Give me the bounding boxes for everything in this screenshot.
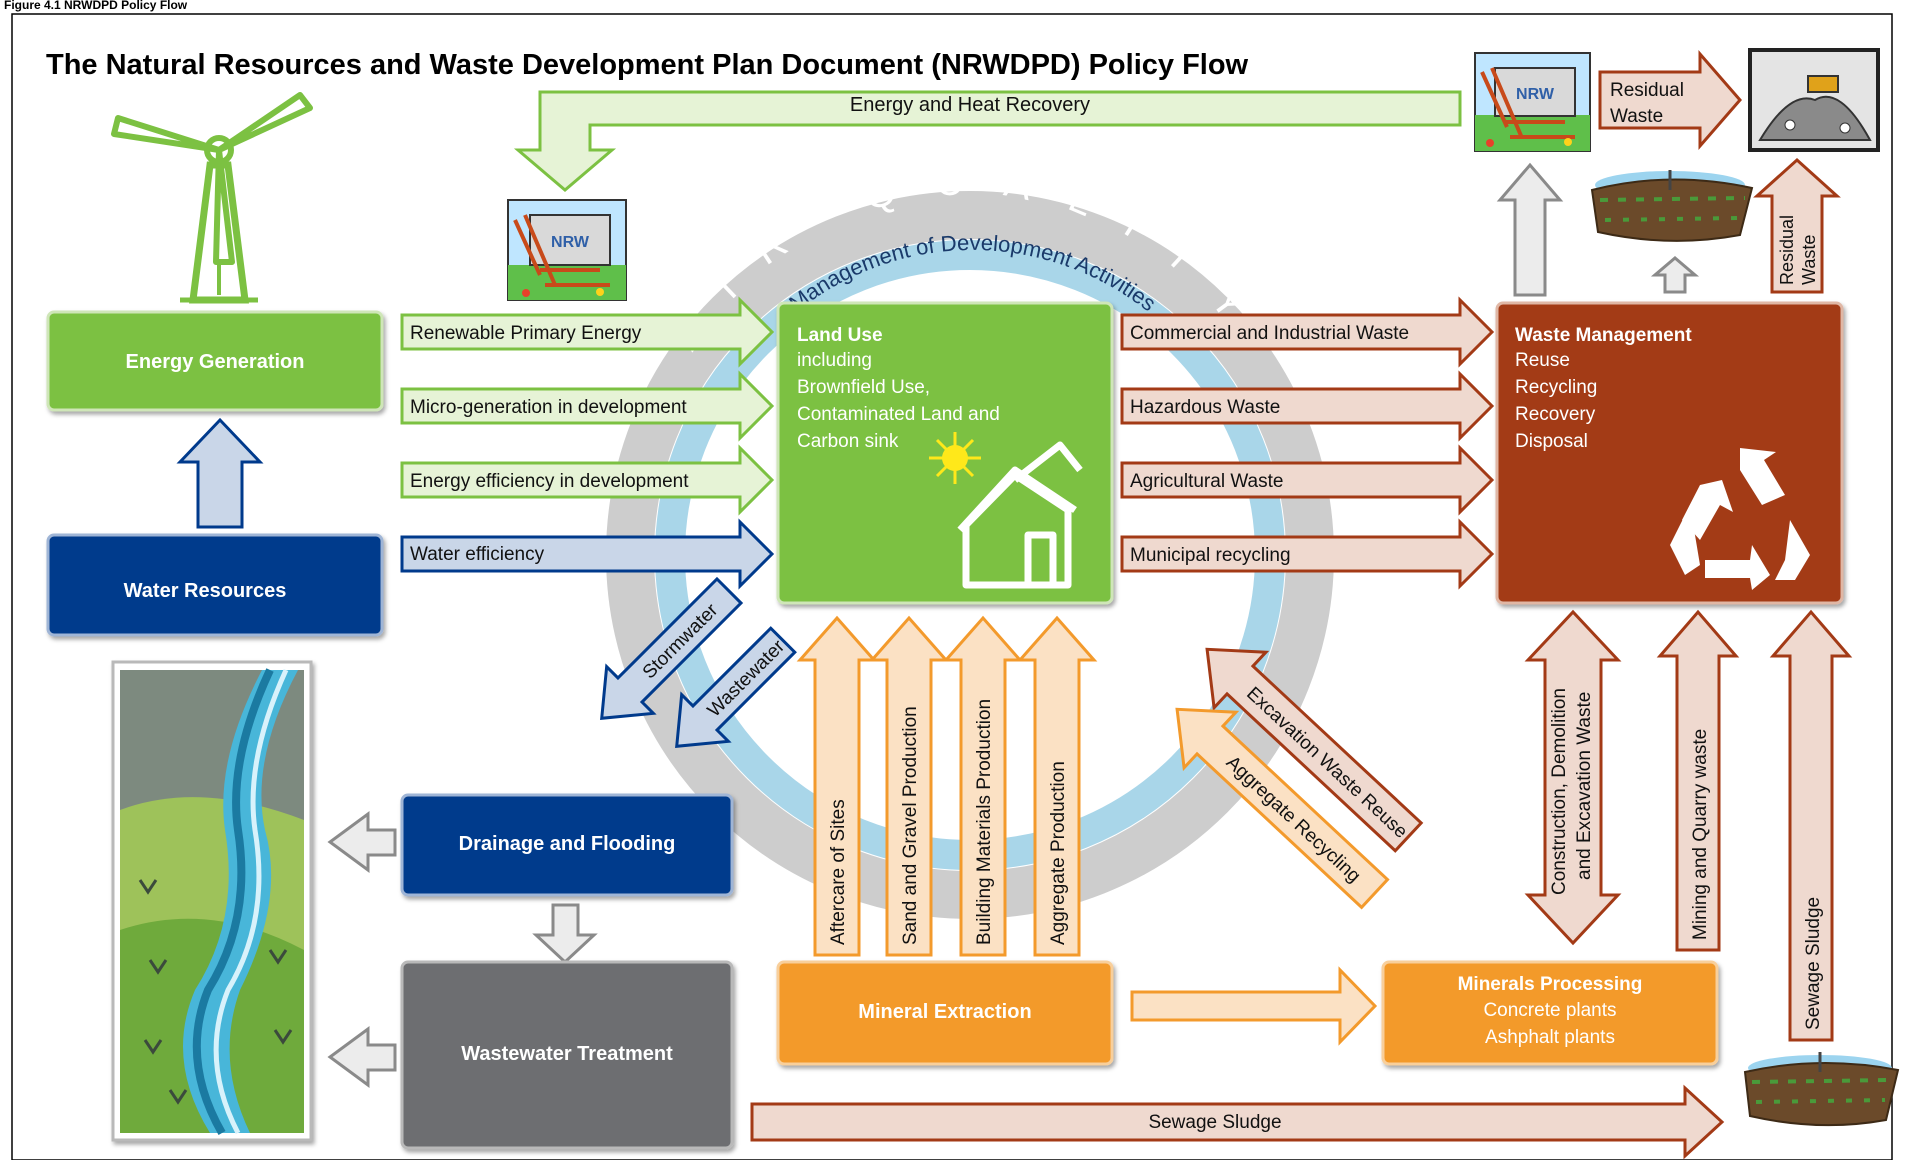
land-use-line: Carbon sink [797,431,899,452]
drainage-flooding-label: Drainage and Flooding [459,833,676,855]
minerals-processing-box [1381,960,1719,1066]
plant-sign-text: NRW [551,234,590,251]
sewage-field-icon [1743,1052,1900,1127]
water-resources-label: Water Resources [124,580,287,602]
arrow-label: Waste [1610,106,1663,127]
arrow-label: Renewable Primary Energy [410,323,642,344]
waste-management-line: Recovery [1515,404,1596,425]
arrow-label: Water efficiency [410,544,545,565]
recycle-icon [1670,448,1810,590]
arrow-commercial-industrial-waste: Commercial and Industrial Waste [1120,296,1495,368]
sun-icon [929,432,981,484]
land-use-text: Land Use including Brownfield Use, Conta… [797,325,1000,452]
waste-management-line: Reuse [1515,350,1570,371]
arrow-energy-efficiency: Energy efficiency in development [400,444,775,516]
arrow-energy-heat-recovery: Energy and Heat Recovery [513,90,1462,192]
power-plant-icon: NRW [1474,52,1591,152]
arrow-label: Residual [1610,80,1684,101]
waste-management-line: Recycling [1515,377,1597,398]
land-use-line: Contaminated Land and [797,404,1000,425]
arrow-label: Waste [1799,235,1819,285]
arrow-label: Sewage Sludge [1803,897,1824,1030]
water-resources-box [46,533,384,637]
arrow-drainage-to-wastewater [532,903,598,965]
land-use-title: Land Use [797,325,883,346]
page-title: The Natural Resources and Waste Developm… [46,49,1249,81]
arrow-label: Micro-generation in development [410,397,687,418]
arrow-label: and Excavation Waste [1574,692,1595,880]
minerals-processing-title: Minerals Processing [1458,974,1643,995]
waste-management-line: Disposal [1515,431,1588,452]
arrow-label: Energy and Heat Recovery [850,94,1090,116]
arrow-label: Sewage Sludge [1148,1112,1281,1133]
plant-sign-text: NRW [1516,86,1555,103]
arrow-micro-generation: Micro-generation in development [400,370,775,442]
mineral-extraction-label: Mineral Extraction [858,1001,1031,1023]
arrow-renewable-primary-energy: Renewable Primary Energy [400,296,775,368]
arrow-up-to-field [1650,256,1700,294]
waste-management-text: Waste Management Reuse Recycling Recover… [1515,325,1692,452]
arrow-water-to-energy [176,417,264,529]
figure-caption-fragment: Figure 4.1 NRWDPD Policy Flow [4,0,188,12]
waste-management-title: Waste Management [1515,325,1692,346]
arrow-residual-waste-vertical: Residual Waste [1753,157,1841,294]
arrow-label: Agricultural Waste [1130,471,1283,492]
house-icon [957,441,1083,589]
arrow-label: Energy efficiency in development [410,471,689,492]
arrow-up-to-plant [1496,162,1564,297]
energy-generation-label: Energy Generation [126,351,305,373]
arrow-mining-quarry-waste: Mining and Quarry waste [1656,609,1740,952]
arrow-label: Residual [1777,215,1797,285]
arrow-label: Aggregate Production [1048,761,1069,945]
arrow-construction-demolition-waste: Construction, Demolition and Excavation … [1524,609,1622,946]
arrow-building-materials-production: Building Materials Production [942,615,1024,957]
wastewater-treatment-label: Wastewater Treatment [461,1043,673,1065]
mineral-extraction-box [776,960,1114,1066]
drainage-flooding-box [400,793,734,897]
sewage-field-icon [1590,170,1754,242]
arrow-sewage-sludge-vertical: Sewage Sludge [1769,609,1853,1042]
energy-generation-box [46,310,384,412]
arrow-water-efficiency: Water efficiency [400,518,775,590]
waste-management-box [1495,301,1844,605]
land-use-line: including [797,350,872,371]
arrow-label: Building Materials Production [974,699,995,945]
arrow-sewage-sludge-bottom: Sewage Sludge [750,1084,1725,1160]
wind-turbine-icon [111,92,313,304]
arrow-extraction-to-processing [1130,966,1378,1046]
arrow-label: Aftercare of Sites [828,799,849,945]
arrow-drainage-to-river [327,811,397,873]
arrow-sand-gravel-production: Sand and Gravel Production [868,615,950,957]
arrow-aggregate-production: Aggregate Production [1016,615,1098,957]
minerals-processing-line: Ashphalt plants [1485,1027,1615,1048]
river-landscape-icon [111,660,313,1142]
arrow-label: Mining and Quarry waste [1690,729,1711,940]
arrow-agricultural-waste: Agricultural Waste [1120,444,1495,516]
arrow-label: Hazardous Waste [1130,397,1280,418]
arrow-label: Sand and Gravel Production [900,706,921,945]
arrow-label: Commercial and Industrial Waste [1130,323,1409,344]
arrow-aftercare-of-sites: Aftercare of Sites [796,615,878,957]
arrow-label: Construction, Demolition [1549,688,1570,895]
wastewater-treatment-box [400,960,734,1150]
power-plant-icon: NRW [507,199,627,301]
minerals-processing-text: Minerals Processing Concrete plants Ashp… [1458,974,1643,1048]
arrow-residual-waste-top: Residual Waste [1598,49,1742,151]
arrow-hazardous-waste: Hazardous Waste [1120,370,1495,442]
minerals-processing-line: Concrete plants [1483,1000,1616,1021]
arrow-label: Municipal recycling [1130,545,1291,566]
land-use-line: Brownfield Use, [797,377,930,398]
arrow-municipal-recycling: Municipal recycling [1120,518,1495,590]
landfill-icon [1748,48,1880,152]
arrow-wastewater-to-river [327,1026,397,1088]
